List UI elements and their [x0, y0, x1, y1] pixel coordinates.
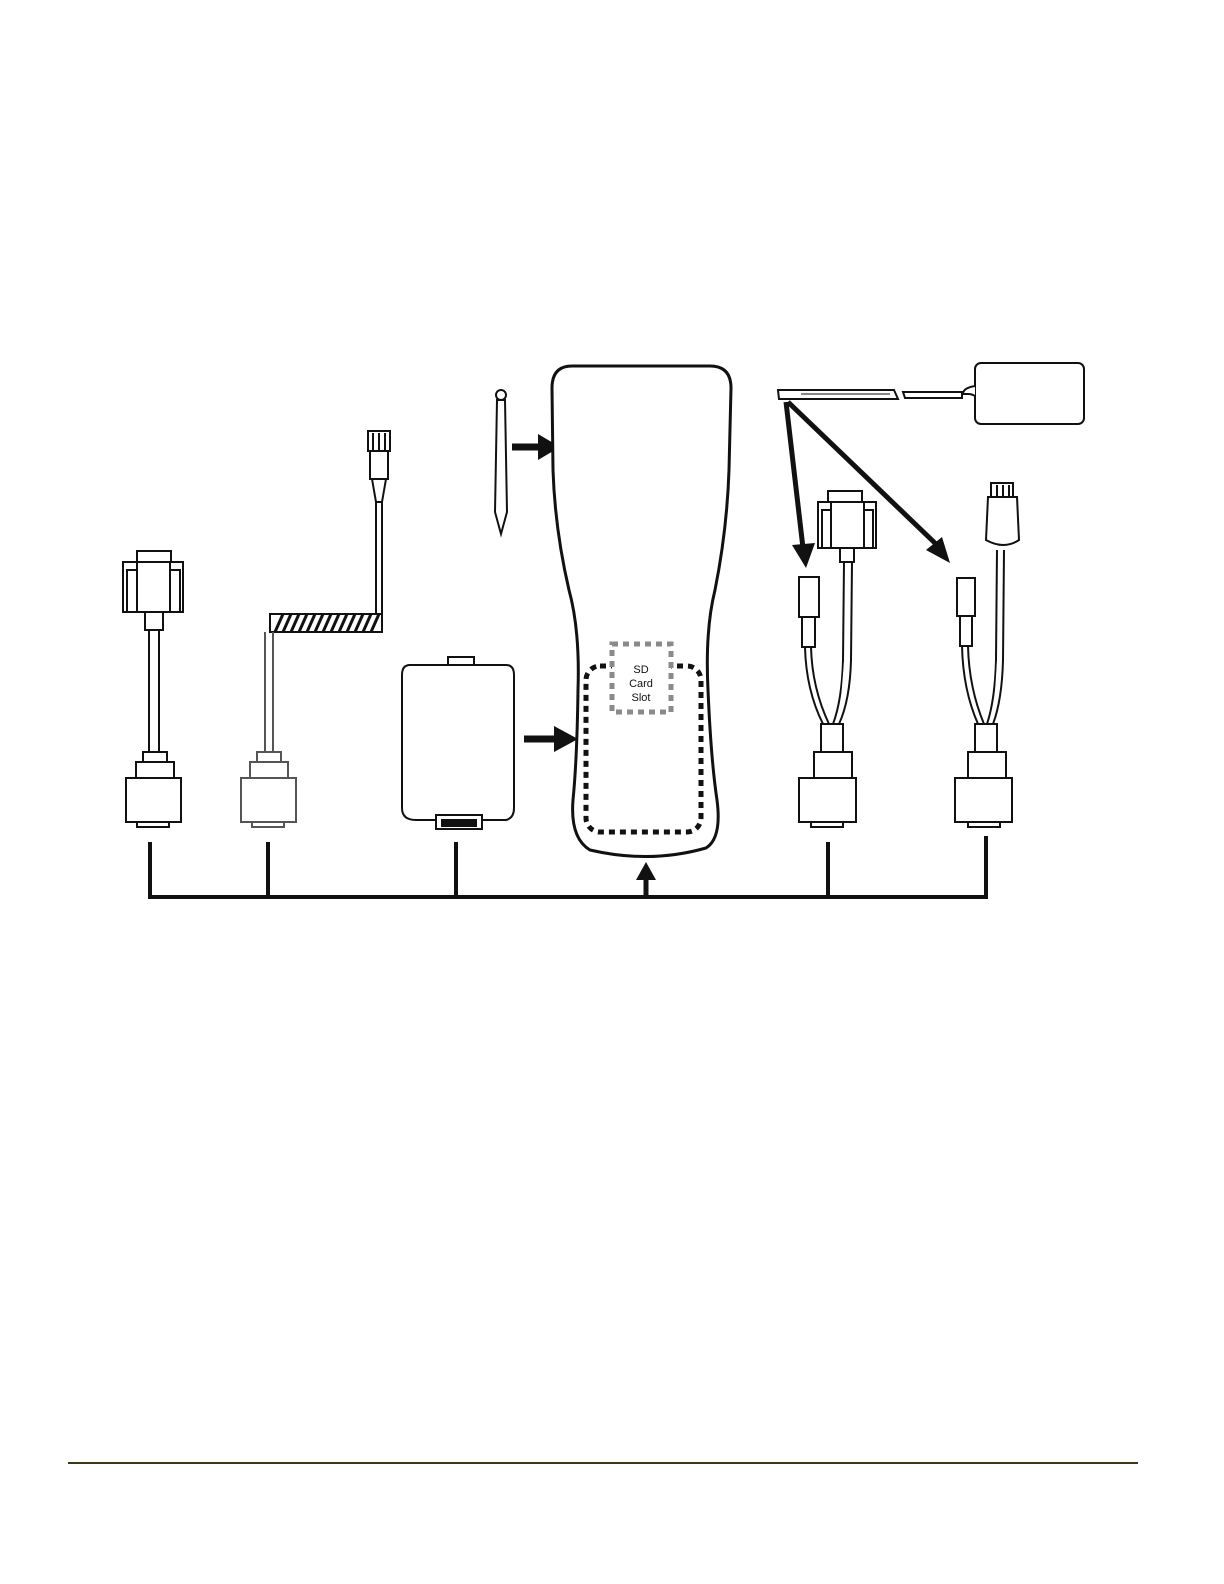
sd-slot-label-line3: Slot — [632, 692, 651, 704]
power-supply — [778, 363, 1084, 424]
battery-arrow — [524, 726, 578, 752]
battery-pack — [402, 657, 514, 829]
y-cable-usb — [955, 483, 1019, 827]
footer-rule — [68, 1462, 1138, 1464]
serial-cable-db9 — [123, 551, 183, 827]
terminal-up-arrow — [636, 862, 656, 880]
y-cable-db9 — [799, 491, 876, 827]
stylus — [495, 390, 507, 534]
connection-bus — [150, 836, 988, 899]
sd-slot-label-line1: SD — [633, 664, 648, 676]
handheld-terminal: SD Card Slot — [552, 366, 731, 857]
terminal-outline — [552, 366, 731, 857]
coiled-scanner-cable — [241, 431, 390, 827]
sd-slot-label-line2: Card — [629, 678, 653, 690]
